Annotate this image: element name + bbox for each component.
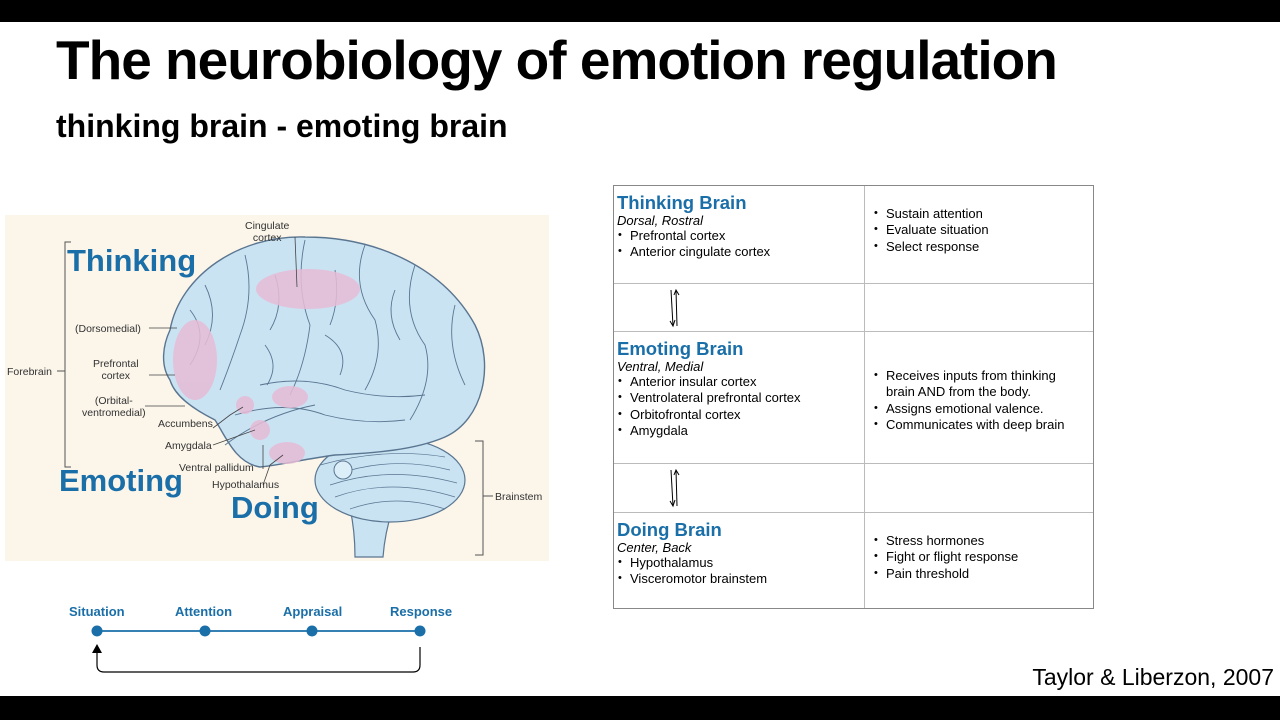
- thinking-regions-list: Prefrontal cortex Anterior cingulate cor…: [617, 227, 862, 261]
- process-step-attention: Attention: [175, 604, 233, 619]
- response-node: [414, 625, 426, 637]
- emoting-subheading: Ventral, Medial: [617, 359, 704, 374]
- bidirectional-arrow-icon: [669, 288, 680, 328]
- list-item: Assigns emotional valence.: [873, 400, 1088, 417]
- bidirectional-arrow-icon: [669, 468, 680, 508]
- thinking-heading: Thinking Brain: [617, 192, 747, 213]
- list-item: Anterior cingulate cortex: [617, 243, 862, 260]
- doing-functions-cell: Stress hormones Fight or flight response…: [873, 532, 1088, 582]
- table-row-doing: Doing Brain Center, Back Hypothalamus Vi…: [614, 513, 1093, 608]
- feedback-arrowhead: [92, 644, 102, 653]
- dorsomedial-label: (Dorsomedial): [75, 323, 141, 335]
- brainstem-label: Brainstem: [495, 491, 543, 503]
- doing-regions-list: Hypothalamus Visceromotor brainstem: [617, 554, 862, 588]
- slide-subtitle: thinking brain - emoting brain: [56, 108, 508, 144]
- process-step-response: Response: [390, 604, 453, 619]
- list-item: Pain threshold: [873, 565, 1088, 582]
- list-item: Amygdala: [617, 422, 862, 439]
- thinking-overlay-label: Thinking: [67, 243, 197, 278]
- brain-illustration: [57, 236, 493, 558]
- amygdala-label: Amygdala: [165, 440, 212, 452]
- list-item: Prefrontal cortex: [617, 227, 862, 244]
- process-step-situation: Situation: [69, 604, 125, 619]
- list-item: Evaluate situation: [873, 221, 1088, 238]
- feedback-loop-arrow: [96, 647, 421, 673]
- thinking-functions-list: Sustain attention Evaluate situation Sel…: [873, 205, 1088, 255]
- emoting-cell: Emoting Brain Ventral, Medial Anterior i…: [617, 338, 862, 439]
- doing-subheading: Center, Back: [617, 540, 692, 555]
- list-item: Hypothalamus: [617, 554, 862, 571]
- emoting-functions-list: Receives inputs from thinking brain AND …: [873, 367, 1088, 433]
- list-item: Select response: [873, 238, 1088, 255]
- emoting-heading: Emoting Brain: [617, 338, 744, 359]
- top-letterbox-bar: [0, 0, 1280, 22]
- table-row-arrow-1: [614, 284, 1093, 332]
- citation: Taylor & Liberzon, 2007: [1032, 664, 1274, 690]
- doing-heading: Doing Brain: [617, 519, 722, 540]
- table-row-emoting: Emoting Brain Ventral, Medial Anterior i…: [614, 332, 1093, 464]
- doing-functions-list: Stress hormones Fight or flight response…: [873, 532, 1088, 582]
- column-divider: [864, 186, 865, 608]
- list-item: Orbitofrontal cortex: [617, 406, 862, 423]
- list-item: Ventrolateral prefrontal cortex: [617, 389, 862, 406]
- emoting-regions-list: Anterior insular cortex Ventrolateral pr…: [617, 373, 862, 439]
- attention-node: [199, 625, 211, 637]
- orbital-ventromedial-label: (Orbital-ventromedial): [82, 395, 146, 419]
- table-row-thinking: Thinking Brain Dorsal, Rostral Prefronta…: [614, 186, 1093, 284]
- list-item: Sustain attention: [873, 205, 1088, 222]
- list-item: Anterior insular cortex: [617, 373, 862, 390]
- list-item: Communicates with deep brain: [873, 416, 1088, 433]
- list-item: Receives inputs from thinking brain AND …: [873, 367, 1088, 401]
- accumbens-label: Accumbens: [158, 418, 213, 430]
- list-item: Visceromotor brainstem: [617, 570, 862, 587]
- doing-overlay-label: Doing: [231, 490, 319, 525]
- slide-title: The neurobiology of emotion regulation: [56, 29, 1058, 91]
- list-item: Stress hormones: [873, 532, 1088, 549]
- doing-cell: Doing Brain Center, Back Hypothalamus Vi…: [617, 519, 862, 588]
- list-item: Fight or flight response: [873, 548, 1088, 565]
- hypothalamus-label: Hypothalamus: [212, 479, 280, 491]
- situation-node: [91, 625, 103, 637]
- thinking-subheading: Dorsal, Rostral: [617, 213, 703, 228]
- brain-systems-table: Thinking Brain Dorsal, Rostral Prefronta…: [613, 185, 1094, 609]
- table-row-arrow-2: [614, 464, 1093, 513]
- bottom-letterbox-bar: [0, 696, 1280, 720]
- thinking-functions-cell: Sustain attention Evaluate situation Sel…: [873, 205, 1088, 255]
- process-step-appraisal: Appraisal: [283, 604, 343, 619]
- emoting-overlay-label: Emoting: [59, 463, 183, 498]
- forebrain-label: Forebrain: [7, 366, 52, 378]
- process-diagram: [91, 625, 426, 673]
- appraisal-node: [306, 625, 318, 637]
- emoting-functions-cell: Receives inputs from thinking brain AND …: [873, 367, 1088, 433]
- ventral-pallidum-label: Ventral pallidum: [179, 462, 254, 474]
- thinking-cell: Thinking Brain Dorsal, Rostral Prefronta…: [617, 192, 862, 261]
